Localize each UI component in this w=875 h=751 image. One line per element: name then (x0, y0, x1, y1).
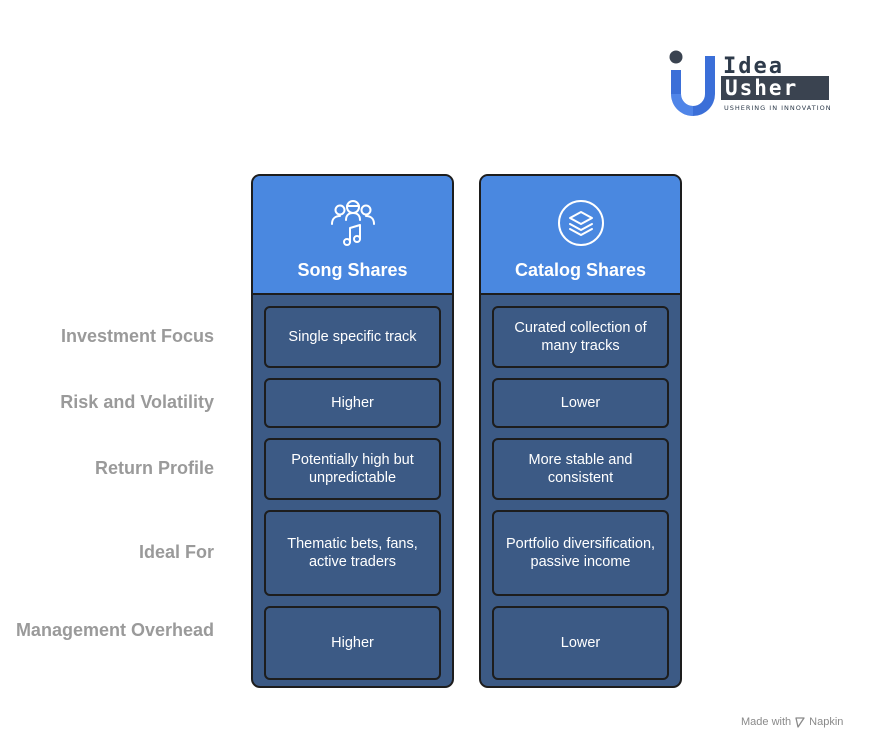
cell-investment-focus: Curated collection of many tracks (492, 306, 669, 368)
column-title: Song Shares (297, 260, 408, 280)
column-catalog-shares: Catalog Shares Curated collection of man… (479, 174, 682, 688)
cell-risk-volatility: Lower (492, 378, 669, 428)
row-label-management-overhead: Management Overhead (15, 620, 214, 640)
cell-return-profile: Potentially high but unpredictable (264, 438, 441, 500)
napkin-label: Napkin (809, 716, 844, 728)
cell-management-overhead: Higher (264, 606, 441, 680)
cell-risk-volatility: Higher (264, 378, 441, 428)
row-label-return-profile: Return Profile (94, 458, 214, 478)
cell-management-overhead: Lower (492, 606, 669, 680)
column-header: Song Shares (253, 176, 452, 295)
row-label-investment-focus: Investment Focus (60, 326, 214, 346)
brand-name-line2: Usher (721, 76, 829, 100)
idea-usher-logo-icon (669, 50, 715, 116)
cell-ideal-for: Thematic bets, fans, active traders (264, 510, 441, 596)
column-song-shares: Song Shares Single specific track Higher… (251, 174, 454, 688)
column-title: Catalog Shares (514, 260, 647, 280)
row-label-ideal-for: Ideal For (138, 542, 214, 562)
brand-tagline: USHERING IN INNOVATION (724, 104, 832, 112)
brand-logo: Idea Usher USHERING IN INNOVATION (668, 48, 833, 118)
cell-ideal-for: Portfolio diversification, passive incom… (492, 510, 669, 596)
column-header: Catalog Shares (481, 176, 680, 295)
napkin-logo-icon (795, 716, 805, 728)
stacked-layers-icon (557, 200, 604, 246)
cell-return-profile: More stable and consistent (492, 438, 669, 500)
made-with-label: Made with (741, 716, 792, 728)
people-music-icon (330, 200, 375, 246)
cell-investment-focus: Single specific track (264, 306, 441, 368)
brand-name-line1: Idea (723, 54, 784, 79)
made-with-napkin: Made with Napkin (741, 716, 843, 728)
row-label-risk-volatility: Risk and Volatility (60, 392, 214, 412)
